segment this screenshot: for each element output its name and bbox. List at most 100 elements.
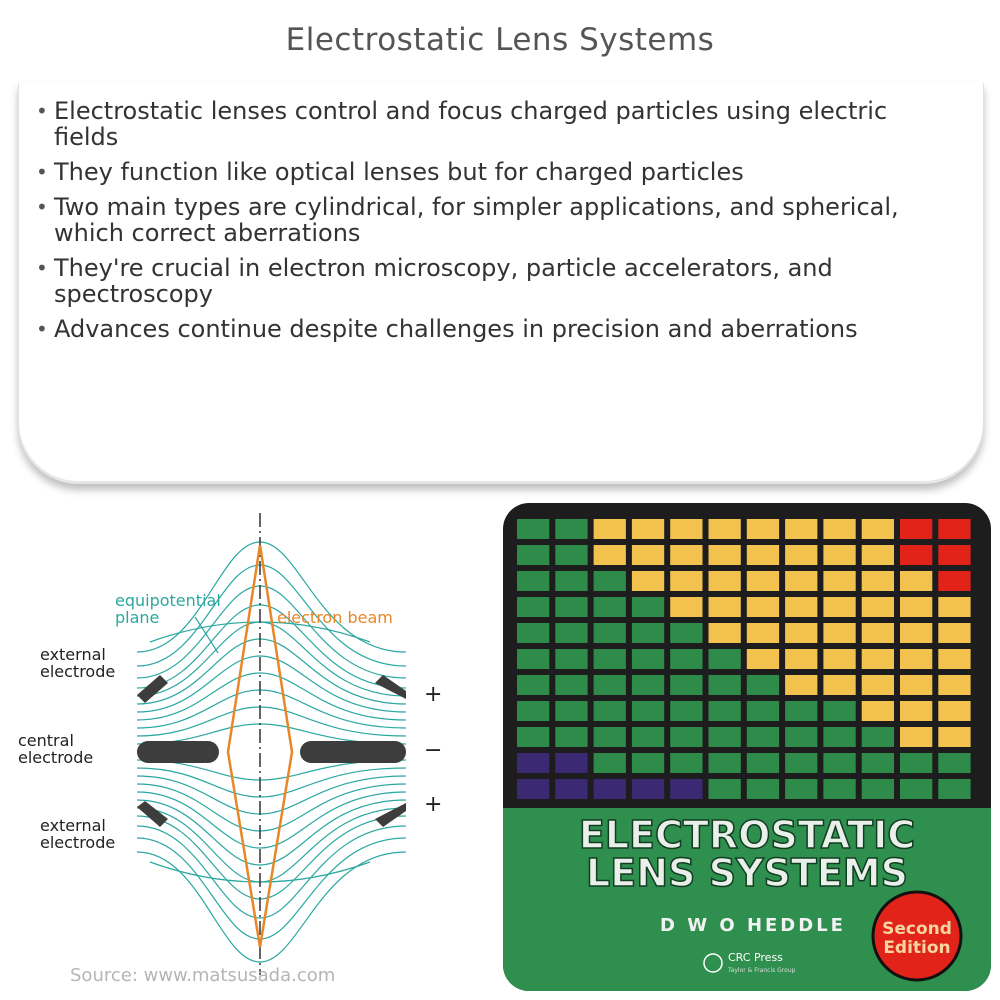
cover-tile xyxy=(517,675,550,695)
cover-tile xyxy=(631,649,665,669)
cover-tile xyxy=(631,519,665,539)
equipotential-line xyxy=(136,837,407,940)
cover-tile xyxy=(708,727,741,747)
cover-tile xyxy=(785,779,818,799)
cover-tile xyxy=(746,779,780,799)
cover-tile xyxy=(631,597,665,617)
cover-tile xyxy=(861,701,894,721)
cover-tile xyxy=(593,701,626,721)
cover-tile xyxy=(708,701,741,721)
cover-tile xyxy=(631,727,665,747)
equipotential-line xyxy=(136,825,407,919)
edition-badge-line1: Second xyxy=(882,919,952,939)
cover-tile xyxy=(555,779,588,799)
sign-plus-top: + xyxy=(424,682,442,707)
equipotential-line xyxy=(136,604,407,689)
cover-tile xyxy=(938,545,971,565)
cover-tile xyxy=(938,753,971,773)
external-electrode-label: external xyxy=(40,645,106,664)
cover-tile xyxy=(785,649,818,669)
cover-tile xyxy=(708,597,741,617)
bullet-item: Electrostatic lenses control and focus c… xyxy=(30,98,940,150)
cover-tile xyxy=(746,727,780,747)
cover-tile xyxy=(861,779,894,799)
equipotential-line xyxy=(136,851,407,963)
cover-tile xyxy=(900,519,933,539)
bullet-item: They function like optical lenses but fo… xyxy=(30,159,940,185)
equipotential-line xyxy=(136,689,407,729)
cover-tile xyxy=(631,753,665,773)
cover-tile xyxy=(517,779,550,799)
book-title-line1: ELECTROSTATIC xyxy=(579,813,915,857)
sign-plus-bottom: + xyxy=(424,792,442,817)
edition-badge xyxy=(871,890,963,982)
bullet-item: They're crucial in electron microscopy, … xyxy=(30,255,940,307)
book-title-line2: LENS SYSTEMS xyxy=(586,851,908,895)
cover-tile xyxy=(823,779,856,799)
crc-logo-icon xyxy=(703,953,723,973)
cover-tile xyxy=(823,701,856,721)
cover-tile xyxy=(900,649,933,669)
cover-tile xyxy=(785,623,818,643)
external-electrode-top-left xyxy=(137,675,168,703)
cover-tile xyxy=(670,701,703,721)
cover-tile xyxy=(746,649,780,669)
cover-tile xyxy=(670,519,703,539)
cover-tile xyxy=(746,675,780,695)
cover-tile xyxy=(593,545,626,565)
cover-tile xyxy=(861,753,894,773)
cover-tile xyxy=(746,545,780,565)
central-electrode-label: central xyxy=(18,731,74,750)
cover-tile xyxy=(900,779,933,799)
cover-tile xyxy=(785,727,818,747)
cover-tile xyxy=(593,779,626,799)
cover-tile xyxy=(670,649,703,669)
cover-tile xyxy=(593,727,626,747)
cover-tile xyxy=(555,701,588,721)
cover-tile xyxy=(708,545,741,565)
cover-tile xyxy=(517,571,550,591)
cover-tile xyxy=(900,545,933,565)
cover-tile xyxy=(670,727,703,747)
equipotential-line xyxy=(136,775,407,815)
source-credit: Source: www.matsusada.com xyxy=(70,965,335,986)
cover-tile xyxy=(517,701,550,721)
cover-tile xyxy=(900,753,933,773)
equipotential-label: plane xyxy=(115,608,159,627)
cover-tile xyxy=(900,675,933,695)
cover-tile xyxy=(861,571,894,591)
bullet-list: Electrostatic lenses control and focus c… xyxy=(30,98,940,351)
cover-tile xyxy=(708,779,741,799)
cover-tile xyxy=(823,571,856,591)
cover-tile xyxy=(746,753,780,773)
cover-tile xyxy=(900,701,933,721)
cover-tile xyxy=(670,571,703,591)
cover-tile xyxy=(900,623,933,643)
edition-badge-line2: Edition xyxy=(883,938,950,958)
cover-tile xyxy=(670,545,703,565)
cover-tile xyxy=(517,753,550,773)
cover-tile xyxy=(823,519,856,539)
cover-tile xyxy=(861,623,894,643)
cover-tile xyxy=(670,675,703,695)
cover-tile xyxy=(823,727,856,747)
cover-tile xyxy=(746,597,780,617)
equipotential-line xyxy=(136,638,407,705)
cover-tile xyxy=(517,623,550,643)
central-electrode-label: electrode xyxy=(18,748,93,767)
external-electrode-top-right xyxy=(375,675,406,699)
cover-tile-grid xyxy=(517,519,971,799)
cover-tile xyxy=(593,571,626,591)
cover-tile xyxy=(900,571,933,591)
cover-tile xyxy=(938,649,971,669)
cover-tile xyxy=(708,649,741,669)
cover-tile xyxy=(670,779,703,799)
external-electrode-bottom-left xyxy=(137,801,168,827)
cover-tile xyxy=(823,675,856,695)
cover-tile xyxy=(823,649,856,669)
book-author: D W O HEDDLE xyxy=(660,915,846,936)
cover-tile xyxy=(938,779,971,799)
cover-tile xyxy=(555,545,588,565)
cover-tile xyxy=(593,623,626,643)
cover-tile xyxy=(785,701,818,721)
